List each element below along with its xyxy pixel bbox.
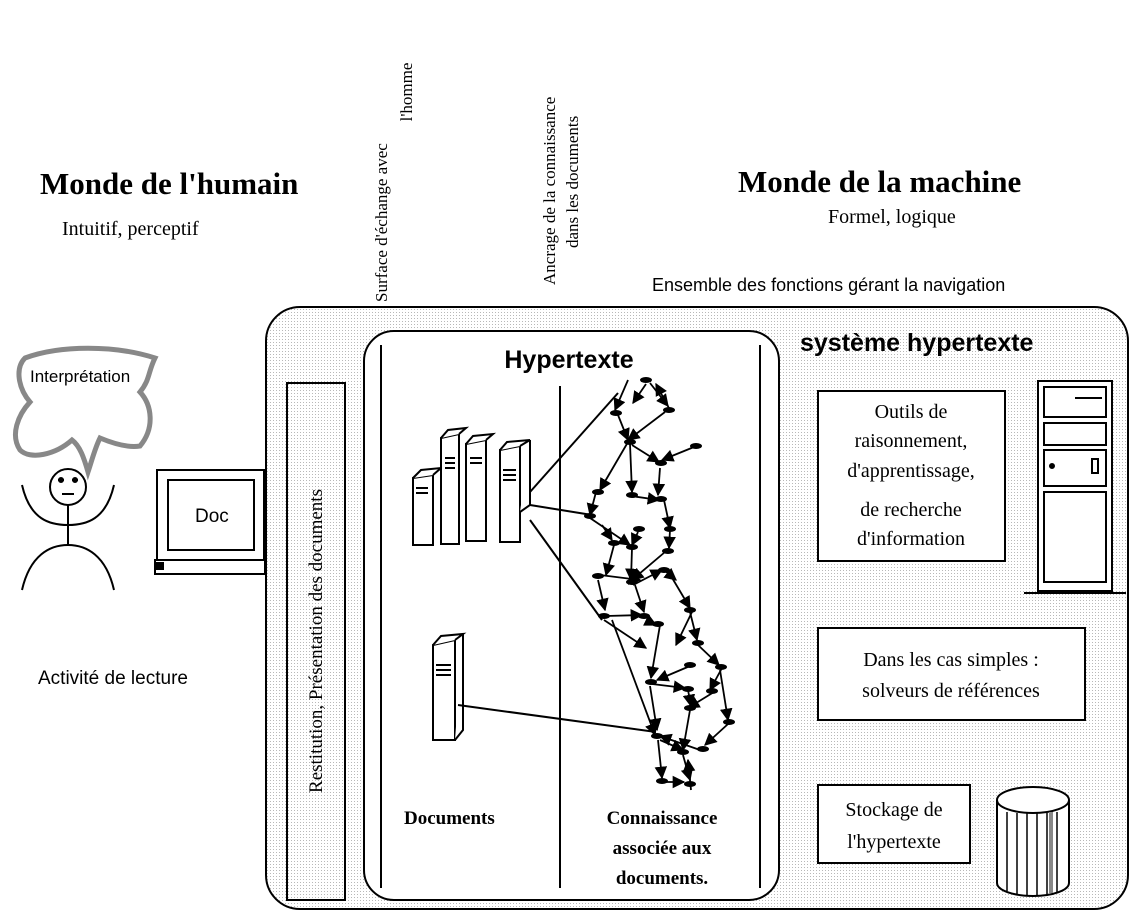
exchange-surface-label-line1: Surface d'échange avec [372, 143, 391, 302]
thought-cloud-icon [13, 345, 159, 481]
knowledge-label-line3: documents. [616, 868, 708, 889]
storage-box [817, 784, 971, 864]
functions-label: Ensemble des fonctions gérant la navigat… [652, 275, 1005, 295]
documents-label: Documents [404, 808, 495, 829]
storage-line2: l'hypertexte [847, 831, 941, 853]
activity-label: Activité de lecture [38, 668, 188, 689]
human-world-subtitle: Intuitif, perceptif [62, 218, 199, 240]
book-icon [432, 632, 467, 741]
hypertext-title: Hypertexte [504, 346, 633, 374]
machine-world-title: Monde de la machine [738, 164, 1021, 199]
tools-line4: de recherche [860, 499, 962, 521]
system-title: système hypertexte [800, 329, 1034, 357]
tools-box [817, 390, 1006, 562]
knowledge-anchor-label-line1: Ancrage de la connaissance [540, 97, 559, 285]
restitution-bar [286, 382, 346, 901]
machine-world-subtitle: Formel, logique [828, 206, 956, 228]
tools-line3: d'apprentissage, [847, 460, 974, 482]
restitution-label: Restitution, Présentation des documents [306, 489, 327, 793]
stick-figure-icon [21, 468, 115, 591]
knowledge-label-line1: Connaissance [607, 808, 718, 829]
server-tower-icon [1024, 380, 1126, 594]
knowledge-label-line2: associée aux [613, 838, 712, 859]
database-cylinder-icon [996, 786, 1070, 897]
thought-label: Interprétation [30, 367, 130, 386]
tools-line1: Outils de [875, 401, 948, 423]
human-world-title: Monde de l'humain [40, 166, 298, 201]
solvers-line2: solveurs de références [862, 680, 1040, 702]
monitor-icon [154, 469, 266, 575]
screen-label: Doc [195, 506, 229, 527]
knowledge-graph-nodes [584, 377, 735, 787]
solvers-box [817, 627, 1086, 721]
knowledge-graph [586, 379, 733, 791]
tools-line5: d'information [857, 528, 965, 550]
knowledge-anchor-label-line2: dans les documents [563, 116, 582, 248]
exchange-surface-label-line2: l'homme [397, 63, 416, 122]
anchor-links [457, 392, 657, 733]
book-icon [412, 426, 531, 546]
storage-line1: Stockage de [845, 799, 942, 821]
solvers-line1: Dans les cas simples : [863, 649, 1039, 671]
tools-line2: raisonnement, [855, 430, 968, 452]
